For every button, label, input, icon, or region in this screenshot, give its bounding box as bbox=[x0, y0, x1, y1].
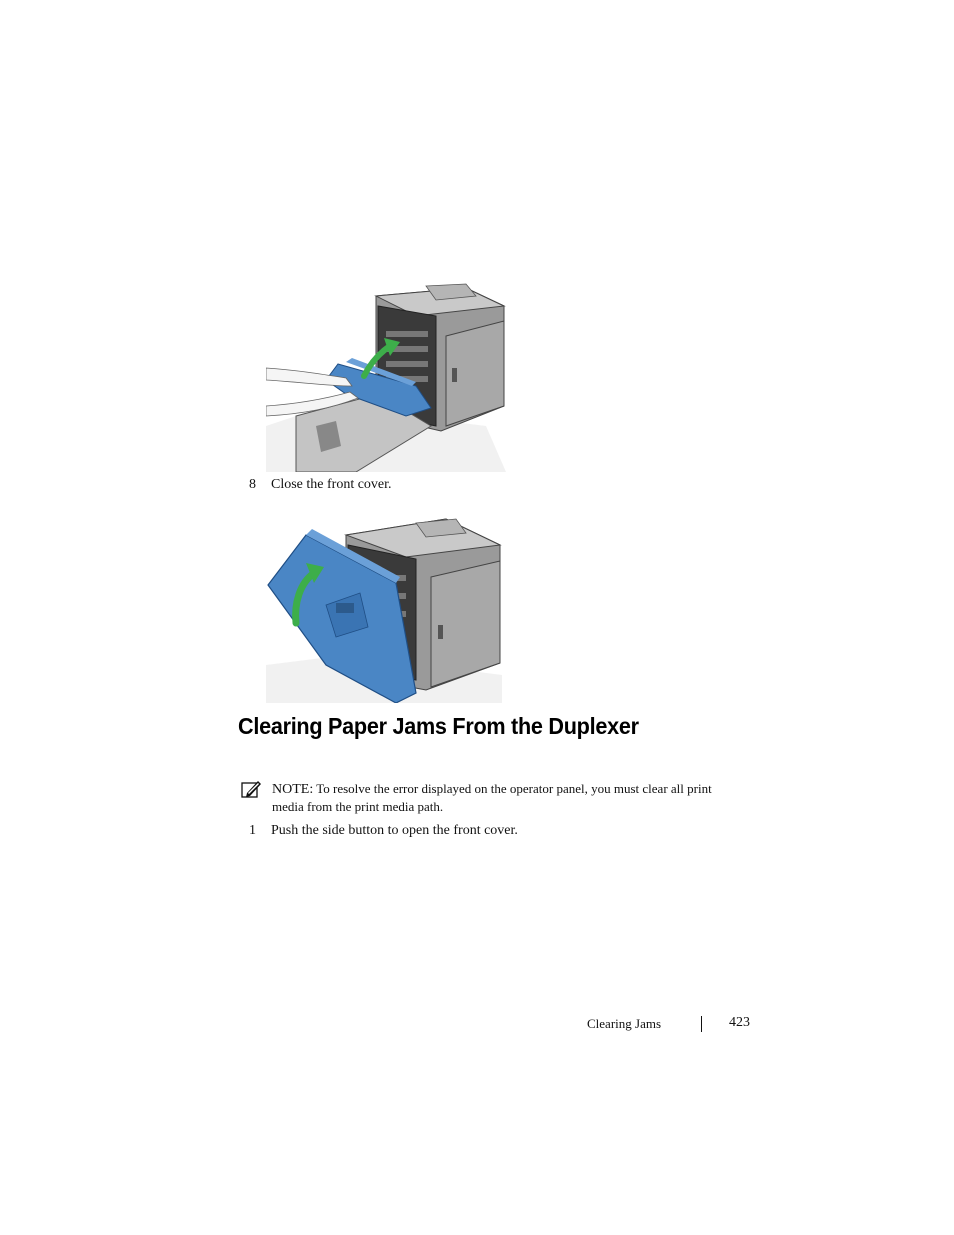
step-number: 8 bbox=[249, 477, 256, 492]
page-number: 423 bbox=[729, 1015, 750, 1030]
step-text: Close the front cover. bbox=[271, 477, 392, 492]
pencil-note-icon bbox=[241, 781, 261, 798]
printer-cover-illustration bbox=[266, 515, 502, 703]
note-text: To resolve the error displayed on the op… bbox=[272, 781, 712, 814]
printer-belt-illustration bbox=[266, 276, 506, 472]
step-text: Push the side button to open the front c… bbox=[271, 823, 518, 838]
section-heading: Clearing Paper Jams From the Duplexer bbox=[238, 713, 639, 739]
note-label: NOTE: bbox=[272, 782, 314, 797]
step-number: 1 bbox=[249, 823, 256, 838]
footer-divider bbox=[701, 1016, 702, 1032]
footer-section-title: Clearing Jams bbox=[587, 1016, 662, 1031]
note-block: NOTE: To resolve the error displayed on … bbox=[272, 780, 742, 815]
